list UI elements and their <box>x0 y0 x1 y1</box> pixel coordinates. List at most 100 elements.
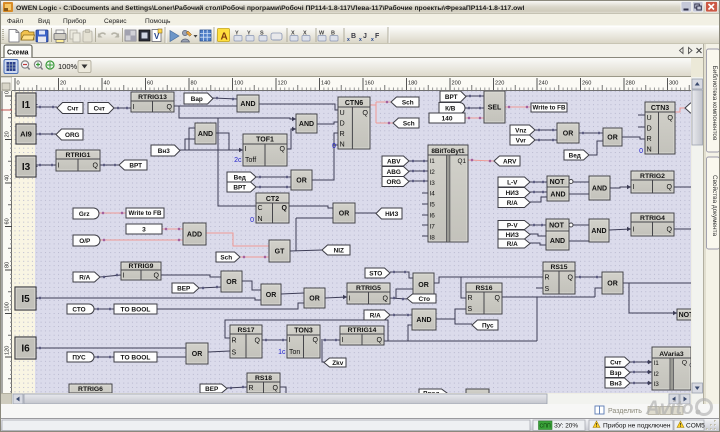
svg-text:Прибор: Прибор <box>63 17 87 25</box>
svg-text:Q: Q <box>313 337 319 344</box>
svg-text:Toff: Toff <box>245 157 256 164</box>
svg-text:OWEN Logic - C:\Documents and: OWEN Logic - C:\Documents and Settings\L… <box>16 4 525 12</box>
svg-text:ABG: ABG <box>387 169 401 176</box>
svg-text:L-V: L-V <box>507 179 518 186</box>
svg-text:AND: AND <box>550 192 565 199</box>
svg-text:ABV: ABV <box>387 158 401 165</box>
svg-text:120: 120 <box>278 81 287 87</box>
svg-text:OR: OR <box>266 292 277 299</box>
svg-text:I5: I5 <box>430 202 436 209</box>
svg-text:R/A: R/A <box>79 274 90 281</box>
svg-text:STO: STO <box>369 270 382 277</box>
svg-text:Q: Q <box>682 360 687 367</box>
svg-text:20: 20 <box>60 81 66 87</box>
svg-text:B: B <box>351 33 356 40</box>
svg-text:Vvr: Vvr <box>516 137 527 144</box>
svg-text:О/Р: О/Р <box>79 238 91 245</box>
svg-text:Grz: Grz <box>79 211 90 218</box>
svg-text:I1: I1 <box>430 158 436 165</box>
svg-text:I4: I4 <box>430 191 436 198</box>
svg-text:Q: Q <box>568 274 574 281</box>
svg-text:I3: I3 <box>430 180 436 187</box>
svg-text:Q: Q <box>280 146 286 153</box>
svg-text:R/A: R/A <box>507 241 518 248</box>
svg-text:Вед: Вед <box>234 174 246 181</box>
svg-text:NIZ: NIZ <box>334 247 344 254</box>
svg-text:СТО: СТО <box>72 306 85 313</box>
svg-text:X: X <box>303 31 307 37</box>
svg-text:S: S <box>232 350 237 357</box>
svg-text:Y: Y <box>235 31 239 37</box>
svg-text:Q: Q <box>167 104 173 111</box>
svg-text:D: D <box>647 123 652 132</box>
svg-text:100: 100 <box>5 302 11 311</box>
svg-text:S: S <box>260 31 264 37</box>
svg-text:Sch: Sch <box>403 120 415 127</box>
svg-text:Vnz: Vnz <box>515 127 526 134</box>
svg-text:x: x <box>347 37 350 43</box>
svg-text:RS16: RS16 <box>475 285 492 292</box>
svg-text:OR: OR <box>192 351 203 358</box>
svg-text:I: I <box>289 337 291 344</box>
svg-text:OR: OR <box>296 178 307 185</box>
svg-text:60: 60 <box>5 218 11 224</box>
svg-text:F: F <box>375 33 380 40</box>
svg-text:OR: OR <box>607 281 618 288</box>
svg-text:OR: OR <box>339 211 350 218</box>
svg-text:R: R <box>545 274 550 281</box>
svg-text:P-V: P-V <box>507 222 518 229</box>
svg-text:ЗУ: 20%: ЗУ: 20% <box>554 423 578 430</box>
svg-text:Свойства документа: Свойства документа <box>711 175 719 236</box>
svg-text:Вар: Вар <box>191 96 203 103</box>
svg-text:Счт: Счт <box>610 359 621 366</box>
svg-text:Вед: Вед <box>569 152 581 159</box>
svg-text:Взр: Взр <box>610 370 622 377</box>
svg-text:S: S <box>468 306 473 313</box>
svg-text:Помощь: Помощь <box>145 18 171 25</box>
svg-text:Вн3: Вн3 <box>158 148 170 155</box>
svg-text:40: 40 <box>5 175 11 181</box>
svg-text:40: 40 <box>104 81 110 87</box>
svg-text:Q: Q <box>273 385 279 392</box>
svg-text:TON3: TON3 <box>294 328 313 335</box>
svg-text:CT2: CT2 <box>266 196 279 203</box>
svg-text:OR: OR <box>607 135 618 142</box>
svg-text:RTRIG5: RTRIG5 <box>356 285 381 292</box>
svg-text:I1: I1 <box>22 100 31 111</box>
svg-text:GT: GT <box>275 249 285 256</box>
svg-text:0: 0 <box>17 81 20 87</box>
svg-text:Ton: Ton <box>289 349 300 356</box>
svg-text:Avito: Avito <box>645 398 694 419</box>
svg-text:Библиотека компонентов: Библиотека компонентов <box>711 66 719 141</box>
svg-text:I3: I3 <box>22 162 31 173</box>
svg-text:D: D <box>340 118 345 127</box>
svg-text:Zkv: Zkv <box>332 360 343 367</box>
svg-text:ВРТ: ВРТ <box>233 184 246 191</box>
svg-text:140: 140 <box>321 81 330 87</box>
svg-text:AND: AND <box>416 317 431 324</box>
svg-text:OR: OR <box>226 279 237 286</box>
svg-text:160: 160 <box>365 81 374 87</box>
svg-text:300: 300 <box>669 81 678 87</box>
svg-text:U: U <box>647 113 652 122</box>
svg-text:I: I <box>123 273 125 280</box>
svg-text:К/В: К/В <box>445 105 456 112</box>
svg-text:R: R <box>249 385 254 392</box>
svg-text:N: N <box>647 144 652 153</box>
svg-text:S: S <box>545 286 550 293</box>
svg-text:280: 280 <box>626 81 635 87</box>
svg-text:RTRIG14: RTRIG14 <box>348 327 377 334</box>
svg-text:X: X <box>291 31 295 37</box>
svg-text:B: B <box>331 31 335 37</box>
svg-text:Sch: Sch <box>220 254 232 261</box>
svg-text:!: ! <box>596 423 598 429</box>
svg-text:I6: I6 <box>430 213 436 220</box>
svg-text:I: I <box>58 163 60 170</box>
svg-text:120: 120 <box>5 346 11 355</box>
svg-text:AI9: AI9 <box>20 130 32 139</box>
svg-text:3: 3 <box>142 226 146 233</box>
svg-text:ARV: ARV <box>503 158 517 165</box>
svg-text:260: 260 <box>582 81 591 87</box>
svg-text:I: I <box>342 337 344 344</box>
svg-text:Q: Q <box>667 227 673 234</box>
